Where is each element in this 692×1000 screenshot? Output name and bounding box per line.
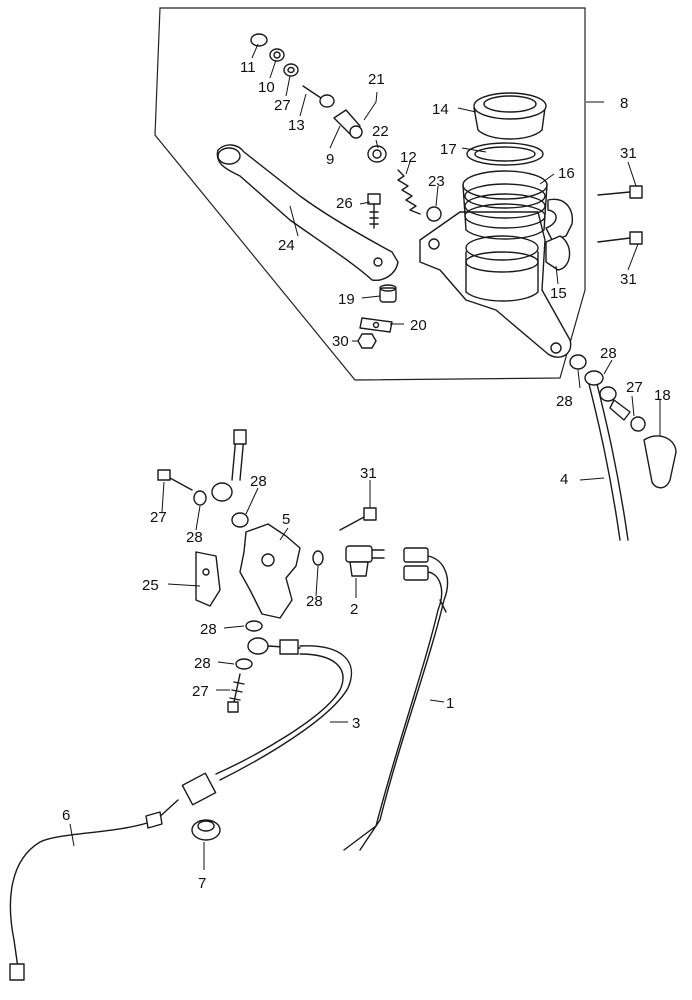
brake-pipe xyxy=(9,799,179,981)
part-label-21: 21 xyxy=(368,71,385,88)
pivot-bolt xyxy=(367,193,381,229)
leader-lines xyxy=(69,43,661,870)
part-label-31-lower: 31 xyxy=(620,271,637,288)
reservoir-cap xyxy=(473,92,547,140)
part-label-23: 23 xyxy=(428,173,445,190)
upper-brake-hose xyxy=(569,354,677,541)
washer-28-d xyxy=(245,620,263,632)
part-label-14: 14 xyxy=(432,101,449,118)
washer-28-c xyxy=(312,550,324,566)
nut-30 xyxy=(357,333,377,349)
part-label-28-hose-left: 28 xyxy=(556,393,573,410)
joint-bracket xyxy=(195,551,221,607)
part-label-17: 17 xyxy=(440,141,457,158)
handlebar-clamp xyxy=(545,198,573,271)
grommet xyxy=(191,819,221,841)
part-label-12: 12 xyxy=(400,149,417,166)
part-label-24: 24 xyxy=(278,237,295,254)
part-label-28-joint-d: 28 xyxy=(200,621,217,638)
clamp-bolt-lower xyxy=(597,231,643,245)
clamp-bolt-upper xyxy=(597,185,643,199)
piston-kit xyxy=(250,33,442,222)
part-label-28-joint-c: 28 xyxy=(306,593,323,610)
stop-switch-rear xyxy=(345,545,385,577)
part-label-7: 7 xyxy=(198,875,206,892)
part-label-26: 26 xyxy=(336,195,353,212)
reservoir xyxy=(462,170,548,240)
part-label-20: 20 xyxy=(410,317,427,334)
part-label-28-joint-e: 28 xyxy=(194,655,211,672)
part-label-11: 11 xyxy=(240,59,256,76)
part-label-5: 5 xyxy=(282,511,290,528)
stop-switch-wire xyxy=(343,547,449,851)
lower-brake-hose xyxy=(181,637,353,806)
part-label-3: 3 xyxy=(352,715,360,732)
washer-28-a xyxy=(193,490,207,506)
part-label-8: 8 xyxy=(620,95,628,112)
part-label-13: 13 xyxy=(288,117,305,134)
part-label-22: 22 xyxy=(372,123,389,140)
part-label-18: 18 xyxy=(654,387,671,404)
part-label-10: 10 xyxy=(258,79,275,96)
part-label-25: 25 xyxy=(142,577,159,594)
bolt-31-lower xyxy=(339,507,377,531)
part-label-30: 30 xyxy=(332,333,349,350)
upper-hose-joint xyxy=(211,429,249,528)
washer-28-e xyxy=(235,658,253,670)
part-label-28-joint-b: 28 xyxy=(250,473,267,490)
bolt-27-upper xyxy=(157,469,193,491)
part-label-28-hose-top: 28 xyxy=(600,345,617,362)
part-label-19: 19 xyxy=(338,291,355,308)
bolt-27-lower xyxy=(227,673,245,713)
part-label-27-joint-upper: 27 xyxy=(150,509,167,526)
brake-lever xyxy=(216,144,399,281)
part-label-9: 9 xyxy=(326,151,334,168)
stop-switch-front xyxy=(379,284,397,303)
part-label-28-joint-a: 28 xyxy=(186,529,203,546)
part-label-6: 6 xyxy=(62,807,70,824)
master-cylinder-body xyxy=(419,211,572,358)
switch-tab xyxy=(359,317,393,333)
part-label-31-upper: 31 xyxy=(620,145,637,162)
part-label-27-joint-lower: 27 xyxy=(192,683,209,700)
part-label-2: 2 xyxy=(350,601,358,618)
part-label-31-joint: 31 xyxy=(360,465,377,482)
three-way-joint xyxy=(239,523,301,619)
part-label-1: 1 xyxy=(446,695,454,712)
part-label-15: 15 xyxy=(550,285,567,302)
part-label-16: 16 xyxy=(558,165,575,182)
part-label-29: 27 xyxy=(274,97,291,114)
part-label-4: 4 xyxy=(560,471,568,488)
master-cylinder-group-boundary xyxy=(154,7,586,381)
part-label-27-hose: 27 xyxy=(626,379,643,396)
